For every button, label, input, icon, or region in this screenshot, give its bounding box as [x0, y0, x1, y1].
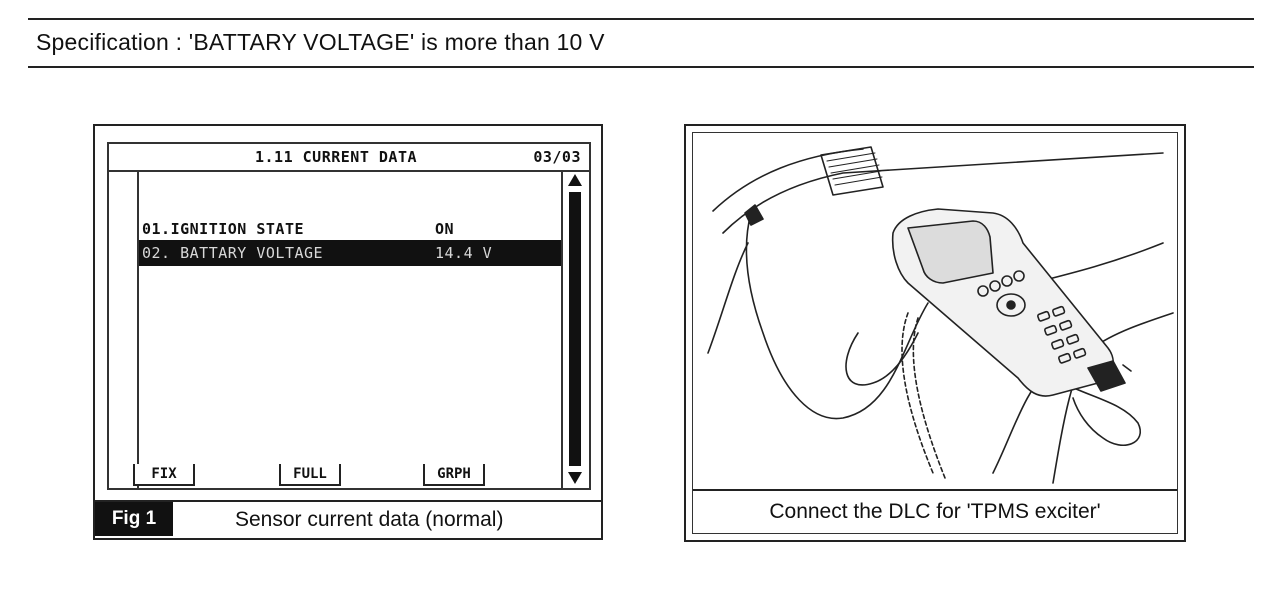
screen-header: 1.11 CURRENT DATA 03/03	[109, 144, 589, 172]
screen-right-divider	[561, 170, 563, 488]
specification-text: Specification : 'BATTARY VOLTAGE' is mor…	[36, 29, 605, 55]
figure-1: 1.11 CURRENT DATA 03/03 01.IGNITION STAT…	[93, 124, 603, 540]
figure-1-caption-bar: Fig 1 Sensor current data (normal)	[95, 500, 601, 538]
screen-left-divider	[137, 170, 139, 488]
softkey-grph: GRPH	[423, 464, 485, 486]
figure-2-caption-bar: Connect the DLC for 'TPMS exciter'	[693, 489, 1177, 533]
softkey-bar: FIX FULL GRPH	[133, 464, 493, 490]
screen-title: 1.11 CURRENT DATA	[255, 148, 418, 166]
data-row-label: 02. BATTARY VOLTAGE	[142, 244, 324, 262]
key-icon	[1052, 305, 1066, 317]
dash-edge	[722, 152, 1164, 234]
scan-tool-display-icon	[907, 220, 994, 284]
data-row-label: 01.IGNITION STATE	[142, 220, 305, 238]
spec-bottom-rule	[28, 66, 1254, 68]
screen-page-indicator: 03/03	[533, 148, 581, 166]
figure-2-inner-frame: Connect the DLC for 'TPMS exciter'	[692, 132, 1178, 534]
console-left	[707, 242, 749, 354]
softkey-fix: FIX	[133, 464, 195, 486]
figure-2: Connect the DLC for 'TPMS exciter'	[684, 124, 1186, 542]
key-icon	[1044, 324, 1058, 336]
key-icon	[1059, 319, 1073, 331]
data-row-battery-highlighted: 02. BATTARY VOLTAGE 14.4 V	[139, 240, 561, 266]
pedal-ridges	[826, 152, 883, 186]
scan-tool-illustration	[707, 146, 1174, 484]
key-icon	[1073, 347, 1087, 359]
data-row-value: 14.4 V	[435, 244, 493, 262]
dlc-cable	[745, 212, 929, 420]
scan-tool-screen: 1.11 CURRENT DATA 03/03 01.IGNITION STAT…	[107, 142, 591, 490]
cable-tail	[1062, 382, 1141, 447]
figure-1-caption: Sensor current data (normal)	[235, 508, 504, 531]
dpad-icon	[996, 293, 1026, 317]
key-icon	[1058, 352, 1072, 364]
figure-badge: Fig 1	[95, 502, 173, 536]
button-icon	[1013, 270, 1025, 282]
key-icon	[1051, 338, 1065, 350]
scroll-down-arrow-icon	[568, 472, 582, 484]
data-row-ignition: 01.IGNITION STATE ON	[139, 216, 561, 242]
scroll-track	[569, 192, 581, 466]
screen-scrollbar	[563, 170, 589, 488]
figure-2-caption: Connect the DLC for 'TPMS exciter'	[769, 500, 1101, 523]
key-icon	[1037, 310, 1051, 322]
seat-stitch-2	[912, 317, 946, 479]
key-icon	[1066, 333, 1080, 345]
button-icon	[1001, 275, 1013, 287]
cable-loop	[845, 332, 919, 386]
data-row-value: ON	[435, 220, 455, 238]
dlc-connector	[744, 204, 764, 226]
scroll-up-arrow-icon	[568, 174, 582, 186]
pedal	[820, 146, 884, 196]
spec-top-rule	[28, 18, 1254, 20]
softkey-full: FULL	[279, 464, 341, 486]
tool-plug	[1087, 360, 1126, 392]
plug-tip	[1122, 364, 1132, 372]
dpad-center-icon	[1006, 300, 1016, 310]
button-icon	[977, 285, 989, 297]
button-icon	[989, 280, 1001, 292]
seat-stitch	[901, 312, 934, 474]
seat-line	[1032, 242, 1164, 284]
